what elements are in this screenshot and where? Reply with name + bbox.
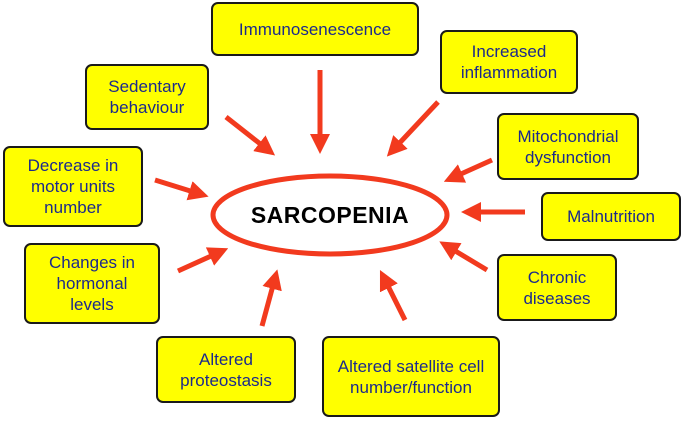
factor-altered-proteostasis: Altered proteostasis xyxy=(156,336,296,403)
factor-immunosenescence: Immunosenescence xyxy=(211,2,419,56)
factor-sedentary-behaviour: Sedentary behaviour xyxy=(85,64,209,130)
arrow-increased-inflammation xyxy=(386,100,440,157)
arrow-altered-proteostasis xyxy=(259,269,282,327)
arrow-sedentary-behaviour xyxy=(224,115,276,156)
arrow-altered-satellite-cell xyxy=(379,269,408,322)
factor-mitochondrial-dysfunction: Mitochondrial dysfunction xyxy=(497,113,639,180)
arrow-mitochondrial-dysfunction xyxy=(443,157,494,183)
arrow-chronic-diseases xyxy=(439,241,489,273)
factor-increased-inflammation: Increased inflammation xyxy=(440,30,578,94)
factor-decrease-motor-units: Decrease in motor units number xyxy=(3,146,143,227)
center-label: SARCOPENIA xyxy=(250,201,410,228)
factor-altered-satellite-cell: Altered satellite cell number/function xyxy=(322,336,500,417)
factor-changes-hormonal-levels: Changes in hormonal levels xyxy=(24,243,160,324)
arrow-decrease-motor-units xyxy=(154,177,209,201)
factor-chronic-diseases: Chronic diseases xyxy=(497,254,617,321)
center-ellipse xyxy=(210,173,450,257)
factor-malnutrition: Malnutrition xyxy=(541,192,681,241)
arrow-changes-hormonal-levels xyxy=(176,247,229,274)
